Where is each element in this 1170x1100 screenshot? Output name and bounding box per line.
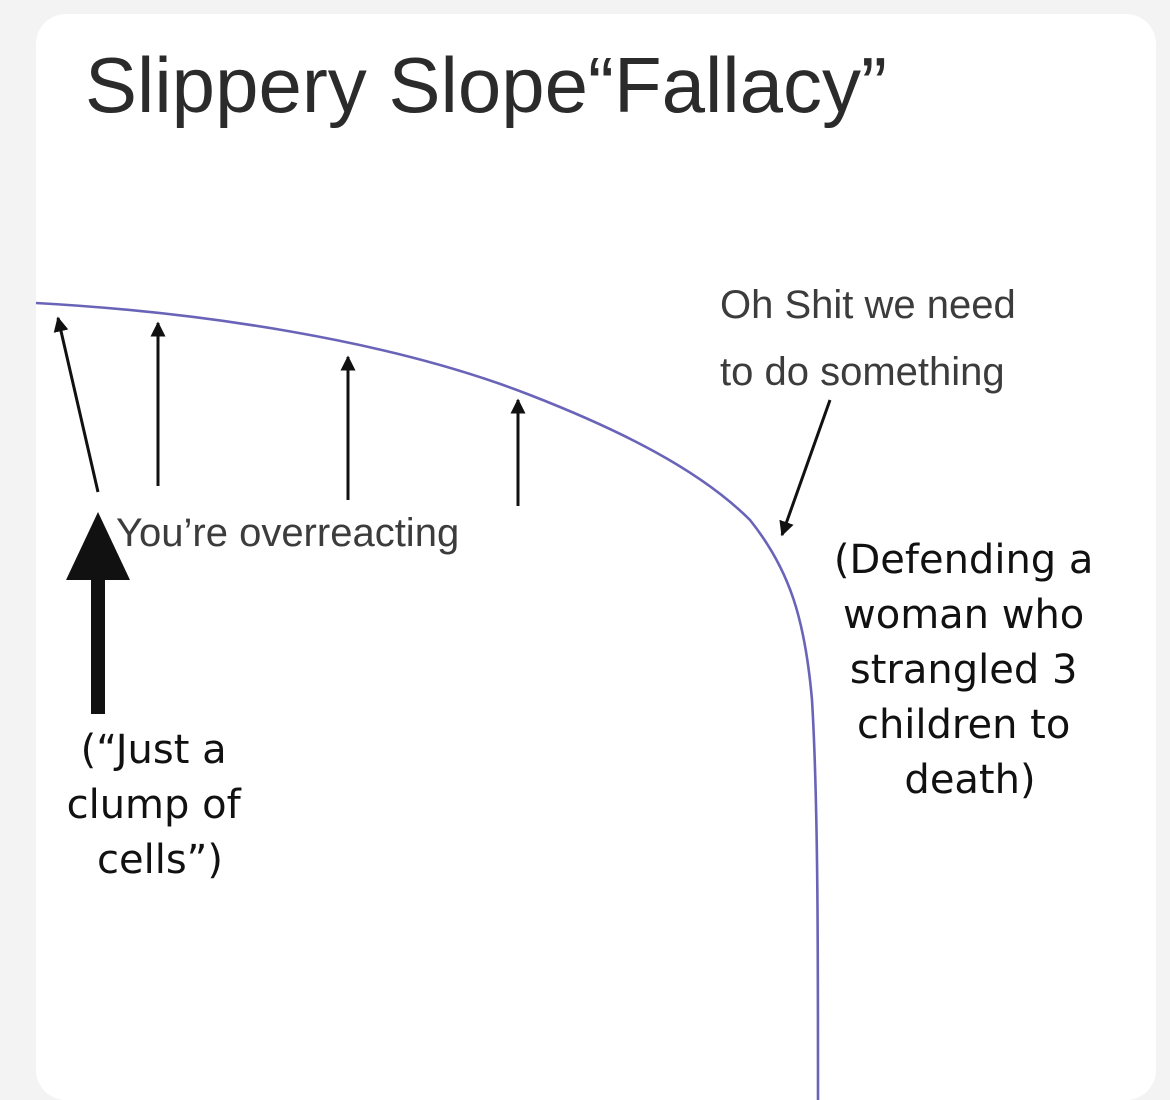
clump-arrow-shaft	[91, 576, 105, 714]
slope-curve	[35, 301, 820, 1100]
clump-line-3: cells”)	[97, 837, 223, 883]
defending-line-3: strangled 3	[850, 647, 1078, 693]
defending-line-2: woman who	[843, 592, 1084, 638]
defending-line-1: (Defending a	[834, 537, 1094, 583]
defending-line-4: children to	[857, 702, 1070, 748]
clump-arrow-head	[66, 512, 130, 580]
clump-line-2: clump of	[67, 782, 242, 828]
diagram-title: Slippery Slope“Fallacy”	[85, 41, 887, 129]
arrow-1	[53, 316, 100, 493]
oh-shit-label: Oh Shit we need to do something	[720, 283, 1027, 394]
oh-shit-line-1: Oh Shit we need	[720, 283, 1016, 327]
clump-line-1: (“Just a	[81, 727, 227, 773]
overreacting-label: You’re overreacting	[116, 511, 459, 555]
clump-label: (“Just a clump of cells”)	[67, 727, 254, 883]
oh-shit-line-2: to do something	[720, 350, 1005, 394]
clump-bold-arrow	[66, 512, 130, 714]
oh-shit-arrow	[779, 399, 832, 537]
card-background	[36, 14, 1156, 1100]
defending-label: (Defending a woman who strangled 3 child…	[834, 537, 1106, 803]
defending-line-5: death)	[904, 757, 1035, 803]
overreacting-arrows	[53, 316, 526, 506]
